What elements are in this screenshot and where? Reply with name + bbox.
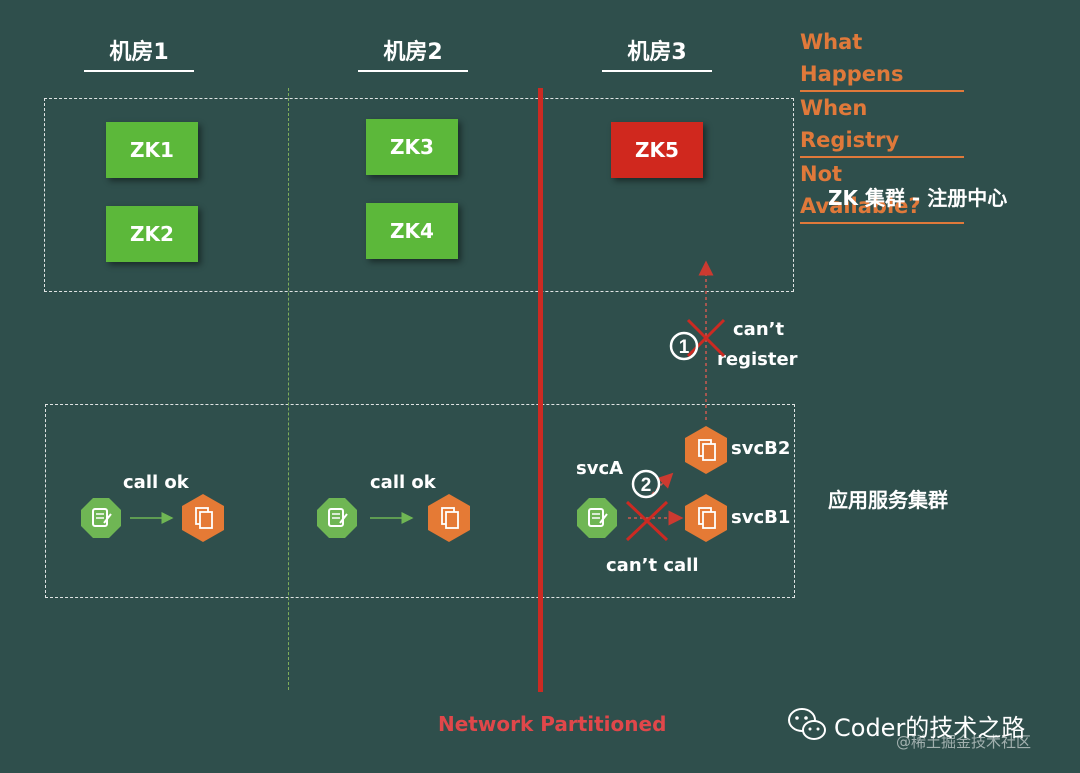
service-icon-room2	[428, 494, 470, 542]
zk-node-2: ZK2	[106, 206, 198, 262]
cant-register-label-1: can’t	[733, 319, 785, 340]
question-line-1: What Happens	[800, 26, 964, 92]
network-partitioned-label: Network Partitioned	[438, 712, 667, 736]
question-line-2: When Registry	[800, 92, 964, 158]
cant-register-label-2: register	[717, 349, 798, 370]
step-2-badge: 2	[631, 469, 661, 499]
svcB2-label: svcB2	[731, 438, 791, 459]
failed-call-arrow-up	[651, 472, 674, 495]
cross-icon-register	[686, 318, 726, 358]
svcB2-service-icon	[685, 426, 727, 474]
zk-node-5: ZK5	[611, 122, 703, 178]
client-icon-room1	[81, 498, 121, 538]
cant-call-label: can’t call	[606, 555, 699, 576]
room-divider	[288, 88, 289, 690]
app-cluster-label: 应用服务集群	[828, 488, 948, 512]
zk-cluster-label: ZK 集群 - 注册中心	[828, 186, 1008, 210]
step-1-badge: 1	[669, 331, 699, 361]
watermark-main: Coder的技术之路	[834, 714, 1026, 742]
zk-node-4: ZK4	[366, 203, 458, 259]
wechat-icon	[788, 708, 826, 740]
svcA-client-icon	[577, 498, 617, 538]
zk-cluster-box	[44, 98, 794, 292]
service-icon-room1	[182, 494, 224, 542]
room-1-label: 机房1	[84, 34, 194, 72]
network-partition-line	[538, 88, 543, 692]
room-3-label: 机房3	[602, 34, 712, 72]
svcB1-label: svcB1	[731, 507, 791, 528]
zk-node-3: ZK3	[366, 119, 458, 175]
svcA-label: svcA	[576, 458, 624, 479]
zk-node-1: ZK1	[106, 122, 198, 178]
app-cluster-box	[45, 404, 795, 598]
svcB1-service-icon	[685, 494, 727, 542]
client-icon-room2	[317, 498, 357, 538]
watermark-sub: @稀土掘金技术社区	[896, 733, 1032, 751]
room2-call-ok-label: call ok	[370, 472, 436, 493]
room1-call-ok-label: call ok	[123, 472, 189, 493]
question-line-3: Not Available?	[800, 158, 964, 224]
room-2-label: 机房2	[358, 34, 468, 72]
cross-icon-call	[625, 500, 669, 542]
question-title: What Happens When Registry Not Available…	[800, 26, 964, 224]
step-2-text: 2	[641, 475, 652, 496]
step-1-text: 1	[679, 337, 690, 358]
